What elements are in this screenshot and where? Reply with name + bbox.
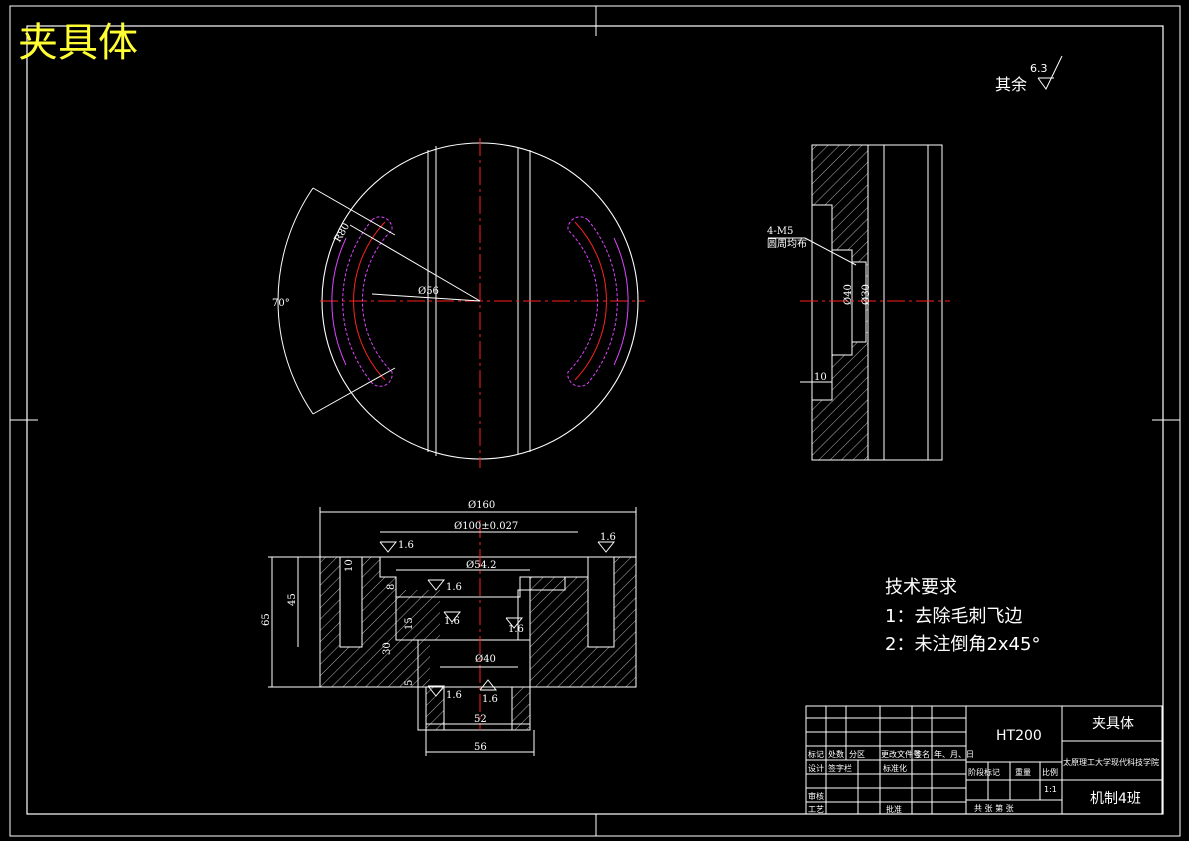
ra-1: 1.6 xyxy=(398,540,414,551)
ra-5: 1.6 xyxy=(508,624,524,635)
row-signature: 签字栏 xyxy=(828,763,852,773)
row-review: 审核 xyxy=(808,791,824,801)
section-h30: 30 xyxy=(382,642,393,655)
side-d1: Ø40 xyxy=(843,284,854,305)
section-h15: 15 xyxy=(404,617,415,630)
section-d-fit: Ø100±0.027 xyxy=(454,521,518,532)
section-d-bore: Ø54.2 xyxy=(466,560,496,571)
school-name: 太原理工大学现代科技学院 xyxy=(1063,757,1159,767)
sheets: 共 张 第 张 xyxy=(974,803,1014,813)
material: HT200 xyxy=(996,728,1042,744)
top-view: 70° R80 Ø56 xyxy=(272,138,645,468)
row-design: 设计 xyxy=(808,763,824,773)
title-block xyxy=(805,705,1163,815)
header-3: 更改文件号 xyxy=(881,749,921,759)
section-d56: 56 xyxy=(474,742,487,753)
tech-item-1: 1：去除毛刺飞边 xyxy=(885,606,1022,627)
header-0: 标记 xyxy=(808,749,824,759)
ra-2: 1.6 xyxy=(600,532,616,543)
svg-text:其余: 其余 xyxy=(995,75,1027,94)
header-4: 签名 xyxy=(914,749,930,759)
section-h8: 8 xyxy=(386,584,397,590)
row-approve: 批准 xyxy=(886,804,902,814)
section-d52: 52 xyxy=(474,714,487,725)
thread-note: 4-M5 xyxy=(767,226,793,237)
diameter-dim: Ø56 xyxy=(418,286,439,297)
stage-header: 阶段标记 xyxy=(968,767,1000,777)
tech-requirements: 技术要求 1：去除毛刺飞边 2：未注倒角2x45° xyxy=(885,577,1040,655)
ra-4: 1.6 xyxy=(444,616,460,627)
angle-dim: 70° xyxy=(272,298,290,309)
row-standard: 标准化 xyxy=(883,763,907,773)
side-d2: Ø30 xyxy=(861,284,872,305)
tech-item-2: 2：未注倒角2x45° xyxy=(885,634,1040,655)
section-d-outer: Ø160 xyxy=(468,500,495,511)
scale: 1:1 xyxy=(1044,785,1057,794)
section-view: Ø160 Ø100±0.027 Ø54.2 Ø40 52 56 65 45 10… xyxy=(261,500,637,756)
row-process: 工艺 xyxy=(808,805,824,814)
section-h65: 65 xyxy=(261,613,272,626)
radius-dim: R80 xyxy=(333,221,353,244)
section-h10: 10 xyxy=(344,559,355,572)
section-h45: 45 xyxy=(287,593,298,606)
weight-header: 重量 xyxy=(1015,767,1031,777)
ra-7: 1.6 xyxy=(482,694,498,705)
part-name: 夹具体 xyxy=(1092,716,1134,732)
drawing-frame xyxy=(9,5,1181,837)
ra-6: 1.6 xyxy=(446,690,462,701)
header-5: 年、月、日 xyxy=(934,749,974,759)
drawing-title: 夹具体 xyxy=(18,20,138,66)
scale-header: 比例 xyxy=(1042,767,1058,777)
thread-note-2: 圆周均布 xyxy=(767,238,807,250)
roughness-note: 其余 6.3 xyxy=(995,55,1063,94)
tech-heading: 技术要求 xyxy=(885,577,957,598)
class-name: 机制4班 xyxy=(1090,791,1141,807)
section-d-inner: Ø40 xyxy=(475,654,496,665)
section-h5: 5 xyxy=(404,680,415,686)
svg-text:6.3: 6.3 xyxy=(1030,62,1048,75)
header-1: 处数 xyxy=(828,749,844,759)
ra-3: 1.6 xyxy=(446,582,462,593)
width-dim: 10 xyxy=(814,372,827,383)
header-2: 分区 xyxy=(849,750,865,759)
side-view: 10 4-M5 圆周均布 Ø40 Ø30 xyxy=(767,144,950,461)
